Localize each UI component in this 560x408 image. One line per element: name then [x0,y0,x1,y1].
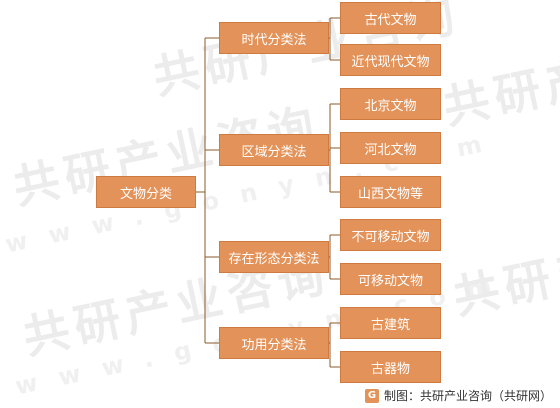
root-node: 文物分类 [96,176,196,208]
leaf-node: 河北文物 [340,132,441,164]
leaf-node: 古代文物 [340,2,441,34]
category-node: 功用分类法 [219,327,329,359]
category-node: 时代分类法 [219,22,329,54]
leaf-node: 古器物 [340,351,441,383]
leaf-node: 近代现代文物 [340,44,441,76]
leaf-node: 可移动文物 [340,263,441,295]
category-node: 区域分类法 [219,134,329,166]
leaf-node: 不可移动文物 [340,219,441,251]
leaf-node: 山西文物等 [340,176,441,208]
caption-text: 制图：共研产业咨询（共研网） [383,389,552,403]
gonyn-logo-icon: G [364,388,379,403]
leaf-node: 古建筑 [340,307,441,339]
leaf-node: 北京文物 [340,88,441,120]
category-node: 存在形态分类法 [219,241,329,273]
source-caption: G 制图：共研产业咨询（共研网） [364,387,552,404]
